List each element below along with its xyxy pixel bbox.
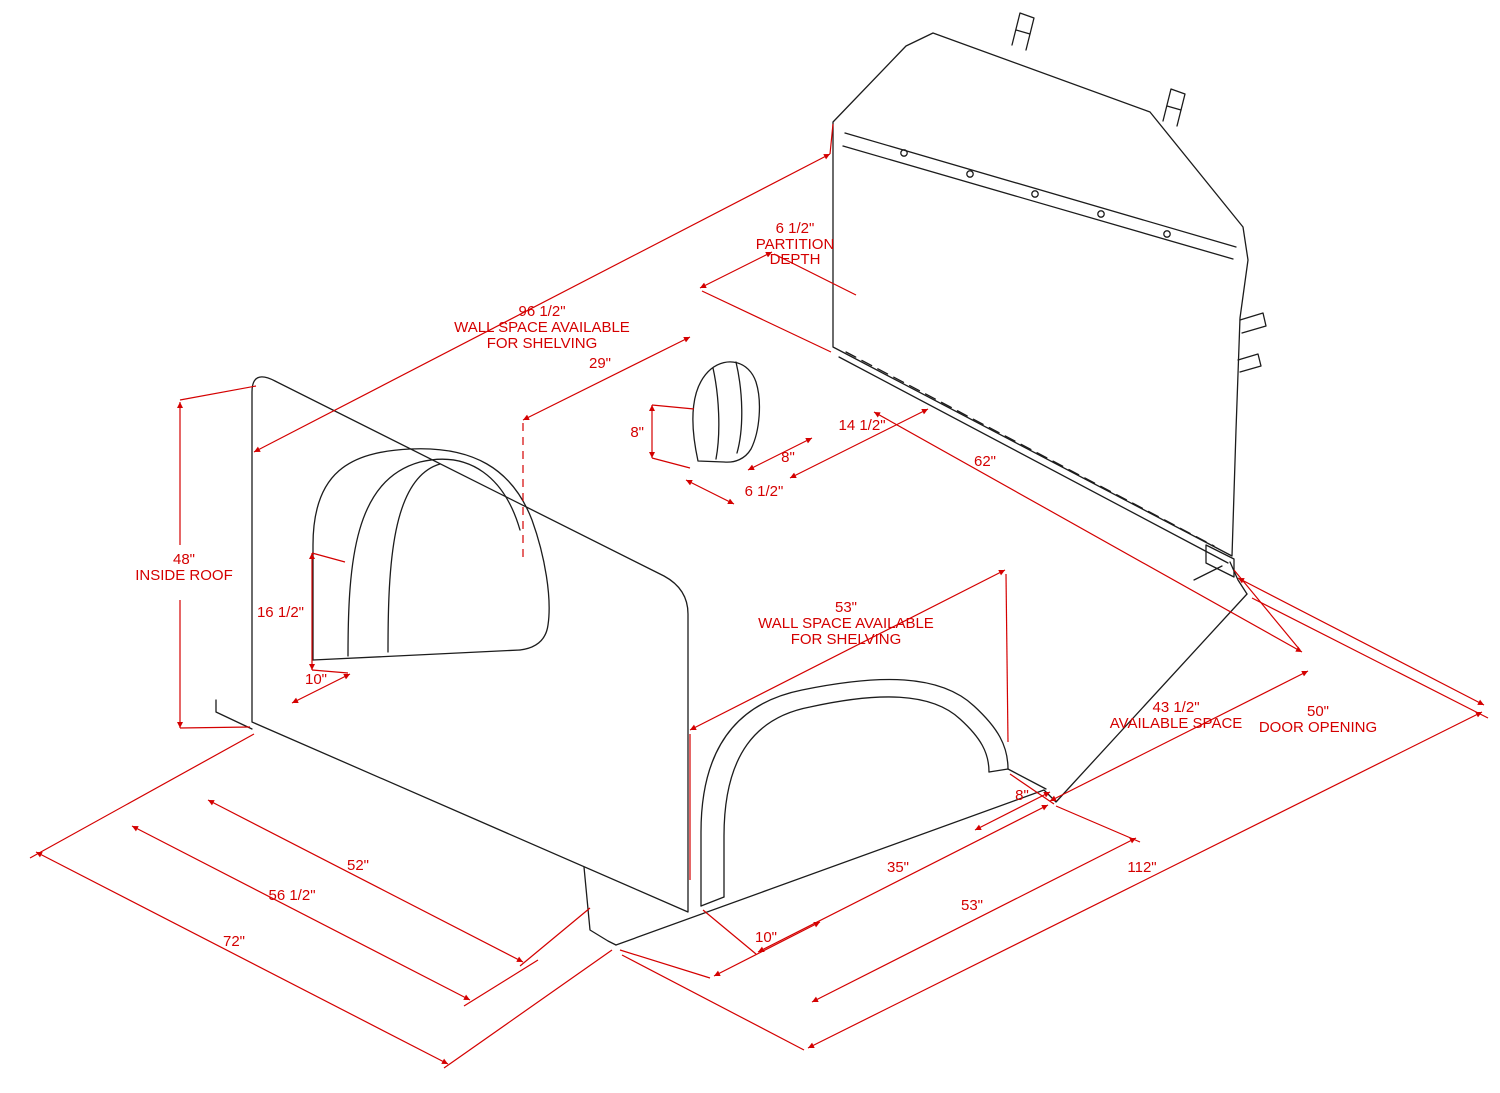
- label-inside-roof-value: 48": [173, 551, 195, 568]
- label-hump-depth: 6 1/2": [745, 483, 784, 500]
- label-wheel-well-offset: 10": [305, 671, 327, 688]
- dim-hump-depth: [685, 479, 735, 505]
- label-52: 52": [347, 857, 369, 874]
- witness-left-corner: [29, 733, 255, 859]
- wheel-well-contour: [387, 463, 441, 653]
- partition-side-tab: [1239, 312, 1267, 334]
- wheel-well-outline: [312, 448, 550, 661]
- partition-rail-bottom: [842, 145, 1234, 260]
- label-available-space-value: 43 1/2": [1152, 699, 1199, 716]
- wheel-well-end-face: [700, 896, 725, 907]
- label-partition-depth-2: DEPTH: [770, 251, 821, 268]
- bolt-hole: [966, 170, 974, 178]
- label-hump-height: 8": [630, 424, 644, 441]
- label-112: 112": [1127, 859, 1156, 876]
- label-53-floor: 53": [961, 897, 983, 914]
- label-wheel-well-height: 16 1/2": [257, 604, 304, 621]
- bolt-hole: [1031, 190, 1039, 198]
- label-hump-side: 8": [781, 449, 795, 466]
- dim-wheel-well-offset: [291, 673, 351, 704]
- bolt-hole: [1097, 210, 1105, 218]
- label-side-wall-space-1: WALL SPACE AVAILABLE: [758, 615, 934, 632]
- dim-door-opening: [1237, 577, 1489, 719]
- dim-inside-roof: [177, 385, 257, 729]
- dimension-lines: [29, 123, 1489, 1069]
- dim-hump-height: [649, 404, 695, 469]
- label-rear-wall-space-value: 96 1/2": [518, 303, 565, 320]
- label-partition-depth-value: 6 1/2": [776, 220, 815, 237]
- dim-wheel-well-height: [309, 552, 349, 674]
- mounting-bracket-cross: [1015, 29, 1031, 35]
- dim-partition-depth: [699, 251, 857, 353]
- label-door-opening-value: 50": [1307, 703, 1329, 720]
- label-rear-wall-space-2: FOR SHELVING: [487, 335, 598, 352]
- label-rear-gap: 8": [1015, 787, 1029, 804]
- label-29: 29": [589, 355, 611, 372]
- label-partition-depth-1: PARTITION: [756, 236, 835, 253]
- label-inside-roof: INSIDE ROOF: [135, 567, 233, 584]
- label-14-5: 14 1/2": [838, 417, 885, 434]
- left-wall-panel: [251, 376, 689, 913]
- label-56-5: 56 1/2": [268, 887, 315, 904]
- label-door-opening-1: DOOR OPENING: [1259, 719, 1377, 736]
- dim-112: [621, 711, 1483, 1051]
- partition-rail-top: [844, 132, 1237, 248]
- wheel-well-contour: [347, 458, 521, 657]
- label-72: 72": [223, 933, 245, 950]
- label-35: 35": [887, 859, 909, 876]
- dim-72: [35, 851, 613, 1069]
- label-62: 62": [974, 453, 996, 470]
- wheel-well-base: [312, 649, 521, 661]
- dim-10-floor: [619, 921, 821, 979]
- dim-29: [522, 336, 691, 562]
- bolt-hole: [1163, 230, 1171, 238]
- label-available-space-1: AVAILABLE SPACE: [1110, 715, 1243, 732]
- left-wheel-well: [312, 448, 550, 661]
- label-side-wall-space-value: 53": [835, 599, 857, 616]
- dimension-labels: 48" INSIDE ROOF 16 1/2" 10" 96 1/2" WALL…: [135, 220, 1377, 950]
- mounting-bracket-cross: [1166, 105, 1182, 111]
- label-10-floor: 10": [755, 929, 777, 946]
- floor-left-step: [215, 699, 253, 730]
- bolt-hole: [900, 149, 908, 157]
- dim-rear-wall-space: [253, 123, 834, 453]
- label-side-wall-space-2: FOR SHELVING: [791, 631, 902, 648]
- label-rear-wall-space-1: WALL SPACE AVAILABLE: [454, 319, 630, 336]
- floor-door-step-notch: [583, 866, 617, 946]
- partition-side-tab: [1237, 353, 1262, 373]
